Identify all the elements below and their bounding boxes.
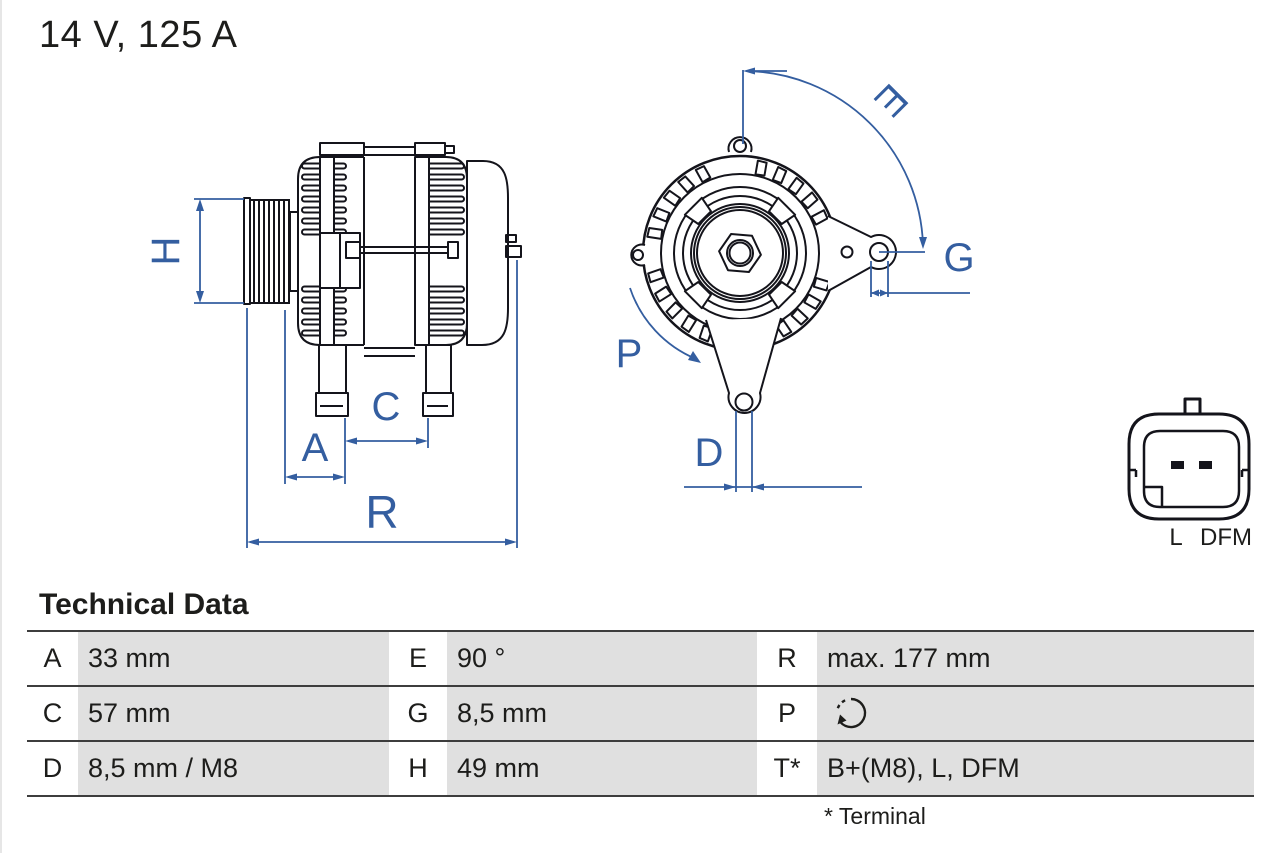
- dim-label-E: E: [866, 75, 916, 125]
- technical-drawing: H A C R E G P D L DFM: [144, 67, 1252, 551]
- voltage-amperage-title: 14 V, 125 A: [39, 14, 238, 56]
- dim-key: A: [27, 632, 78, 685]
- dim-value: 33 mm: [78, 632, 389, 685]
- technical-data-table: A 33 mm E 90 ° R max. 177 mm C 57 mm G 8…: [27, 630, 1254, 797]
- dim-value: 8,5 mm: [447, 687, 757, 740]
- dim-value: 90 °: [447, 632, 757, 685]
- dim-key: D: [27, 742, 78, 795]
- dim-label-G: G: [943, 236, 974, 280]
- connector-pin-label-L: L: [1169, 524, 1182, 551]
- dim-value: max. 177 mm: [817, 632, 1254, 685]
- dim-label-R: R: [365, 486, 398, 538]
- dim-label-P: P: [616, 332, 643, 376]
- alternator-front-view: [630, 136, 897, 414]
- table-row: D 8,5 mm / M8 H 49 mm T* B+(M8), L, DFM: [27, 740, 1254, 795]
- dim-label-H: H: [144, 237, 188, 266]
- alternator-side-view: [243, 142, 522, 417]
- dim-value: 57 mm: [78, 687, 389, 740]
- dim-key: C: [27, 687, 78, 740]
- dim-key: R: [757, 632, 817, 685]
- terminal-footnote: * Terminal: [824, 803, 926, 829]
- dim-value: 49 mm: [447, 742, 757, 795]
- fan-segments: [683, 196, 797, 310]
- connector-diagram: L DFM: [1127, 397, 1252, 551]
- dim-key: G: [389, 687, 447, 740]
- dimension-annotations: H A C R E G P D: [144, 67, 975, 548]
- counterclockwise-rotation-icon: [836, 697, 867, 728]
- left-ear: [630, 243, 646, 267]
- dim-label-D: D: [695, 431, 724, 475]
- right-mounting-ear: [827, 215, 897, 292]
- connector-pin-label-DFM: DFM: [1200, 524, 1252, 551]
- table-row: A 33 mm E 90 ° R max. 177 mm: [27, 630, 1254, 685]
- rotation-direction-cell: [817, 687, 1254, 740]
- dim-key: T*: [757, 742, 817, 795]
- dim-label-A: A: [302, 426, 329, 470]
- connector-pins: [1171, 461, 1212, 469]
- dim-key: P: [757, 687, 817, 740]
- terminal-stud: [505, 234, 522, 258]
- technical-data-heading: Technical Data: [39, 588, 249, 621]
- dim-value: 8,5 mm / M8: [78, 742, 389, 795]
- dim-key: H: [389, 742, 447, 795]
- dimension-arrowheads: [196, 67, 927, 546]
- table-row: C 57 mm G 8,5 mm P: [27, 685, 1254, 740]
- shaft-nut: [718, 233, 762, 273]
- rear-cover: [466, 160, 509, 346]
- connector-key-tab: [1183, 397, 1202, 413]
- mounting-lugs: [315, 344, 454, 417]
- dim-label-C: C: [372, 385, 401, 429]
- dim-key: E: [389, 632, 447, 685]
- bottom-mounting-lug: [705, 317, 782, 414]
- pulley: [243, 197, 299, 305]
- dim-value: B+(M8), L, DFM: [817, 742, 1254, 795]
